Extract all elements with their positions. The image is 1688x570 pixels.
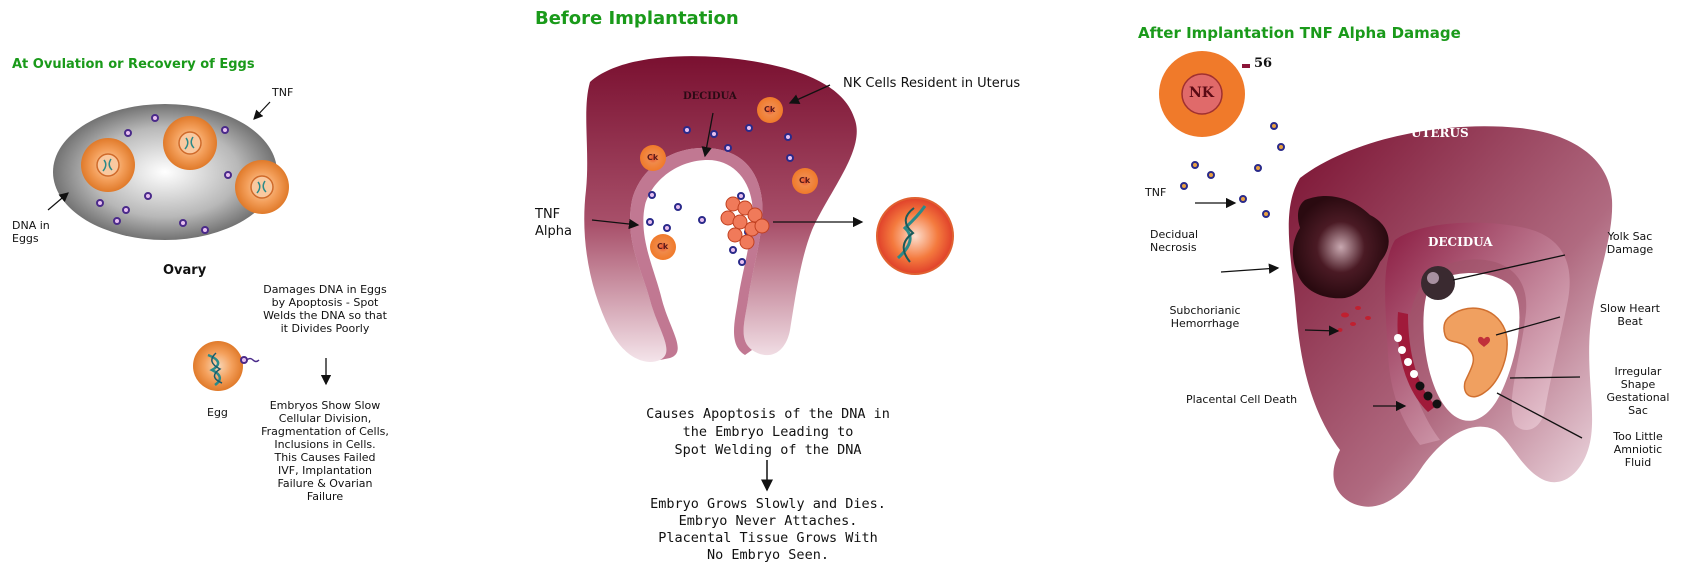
small-egg — [193, 341, 259, 391]
damage-text-line: Damages DNA in Eggs — [255, 283, 395, 296]
egg-in-ovary-2 — [163, 116, 217, 170]
ovary-label: Ovary — [163, 263, 206, 278]
amniotic-line: Too Little — [1598, 430, 1678, 443]
slow-heart-line: Slow Heart — [1595, 302, 1665, 315]
tnf-label-panel3: TNF — [1145, 186, 1166, 199]
causes-text-line: Causes Apoptosis of the DNA in — [637, 405, 899, 423]
tnf-label-panel1: TNF — [272, 86, 293, 99]
amniotic-line: Fluid — [1598, 456, 1678, 469]
nk-cell-mark: Ck — [764, 105, 775, 114]
panel1-title: At Ovulation or Recovery of Eggs — [12, 57, 255, 72]
embryo-text-line: This Causes Failed — [255, 451, 395, 464]
outcome-text-line: Embryo Grows Slowly and Dies. — [637, 496, 899, 513]
yolk-sac-label: Yolk Sac Damage — [1595, 230, 1665, 256]
yolk-sac-line: Yolk Sac — [1595, 230, 1665, 243]
decidua-label-panel3: DECIDUA — [1428, 235, 1493, 249]
causes-text: Causes Apoptosis of the DNA in the Embry… — [637, 405, 899, 459]
uterus-label-panel3: UTERUS — [1411, 126, 1469, 140]
embryo-text: Embryos Show Slow Cellular Division, Fra… — [255, 399, 395, 503]
irregular-line: Irregular — [1598, 365, 1678, 378]
amniotic-label: Too Little Amniotic Fluid — [1598, 430, 1678, 469]
decidua-label-panel2: DECIDUA — [683, 91, 737, 102]
dna-label-line2: Eggs — [12, 232, 39, 245]
panel3-title: After Implantation TNF Alpha Damage — [1138, 24, 1461, 42]
embryo-text-line: Cellular Division, — [255, 412, 395, 425]
irregular-line: Sac — [1598, 404, 1678, 417]
nk-label-panel3: NK — [1189, 85, 1214, 101]
slow-heart-line: Beat — [1595, 315, 1665, 328]
embryo-text-line: Embryos Show Slow — [255, 399, 395, 412]
tnf-arrow-panel1 — [254, 102, 270, 119]
nk-cell-mark: Ck — [657, 242, 668, 251]
tnf-alpha-line2: Alpha — [535, 224, 572, 240]
nk-number-panel3: 56 — [1254, 56, 1272, 71]
nk-cell-mark: Ck — [647, 153, 658, 162]
slow-heart-label: Slow Heart Beat — [1595, 302, 1665, 328]
panel2-uterus-group — [584, 56, 953, 362]
yolk-sac-line: Damage — [1595, 243, 1665, 256]
amniotic-line: Amniotic — [1598, 443, 1678, 456]
panel2-title: Before Implantation — [535, 8, 739, 29]
embryo-text-line: Inclusions in Cells. — [255, 438, 395, 451]
necrosis-line: Necrosis — [1150, 241, 1198, 254]
damage-text-line: Welds the DNA so that — [255, 309, 395, 322]
dna-label-line1: DNA in — [12, 219, 50, 232]
outcome-text-line: No Embryo Seen. — [637, 547, 899, 564]
outcome-text-line: Placental Tissue Grows With — [637, 530, 899, 547]
panel3-group — [1159, 51, 1612, 507]
damage-text: Damages DNA in Eggs by Apoptosis - Spot … — [255, 283, 395, 335]
embryo-text-line: Failure & Ovarian — [255, 477, 395, 490]
irregular-sac-label: Irregular Shape Gestational Sac — [1598, 365, 1678, 417]
tnf-alpha-line1: TNF — [535, 207, 560, 223]
nk-cell-mark: Ck — [799, 176, 810, 185]
damage-text-line: it Divides Poorly — [255, 322, 395, 335]
yolk-sac-panel3 — [1421, 266, 1455, 300]
irregular-line: Gestational — [1598, 391, 1678, 404]
panel1-ovary-group — [53, 104, 289, 240]
outcome-text-line: Embryo Never Attaches. — [637, 513, 899, 530]
damage-text-line: by Apoptosis - Spot — [255, 296, 395, 309]
necrosis-arrow-panel3 — [1221, 268, 1278, 272]
irregular-line: Shape — [1598, 378, 1678, 391]
placental-death-label: Placental Cell Death — [1186, 393, 1297, 406]
embryo-text-line: Failure — [255, 490, 395, 503]
necrosis-line: Decidual — [1150, 228, 1198, 241]
embryo-text-line: Fragmentation of Cells, — [255, 425, 395, 438]
outcome-text: Embryo Grows Slowly and Dies. Embryo Nev… — [637, 496, 899, 564]
embryo-text-line: IVF, Implantation — [255, 464, 395, 477]
nk-label-panel2: NK Cells Resident in Uterus — [843, 76, 1020, 92]
subchorionic-label: Subchorianic Hemorrhage — [1155, 304, 1255, 330]
causes-text-line: Spot Welding of the DNA — [637, 441, 899, 459]
subchorionic-line: Subchorianic — [1155, 304, 1255, 317]
egg-in-ovary-1 — [81, 138, 135, 192]
decidual-necrosis-label: Decidual Necrosis — [1150, 228, 1198, 254]
egg-in-ovary-3 — [235, 160, 289, 214]
big-embryo-panel2 — [877, 198, 953, 274]
subchorionic-line: Hemorrhage — [1155, 317, 1255, 330]
causes-text-line: the Embryo Leading to — [637, 423, 899, 441]
egg-label: Egg — [207, 406, 228, 419]
